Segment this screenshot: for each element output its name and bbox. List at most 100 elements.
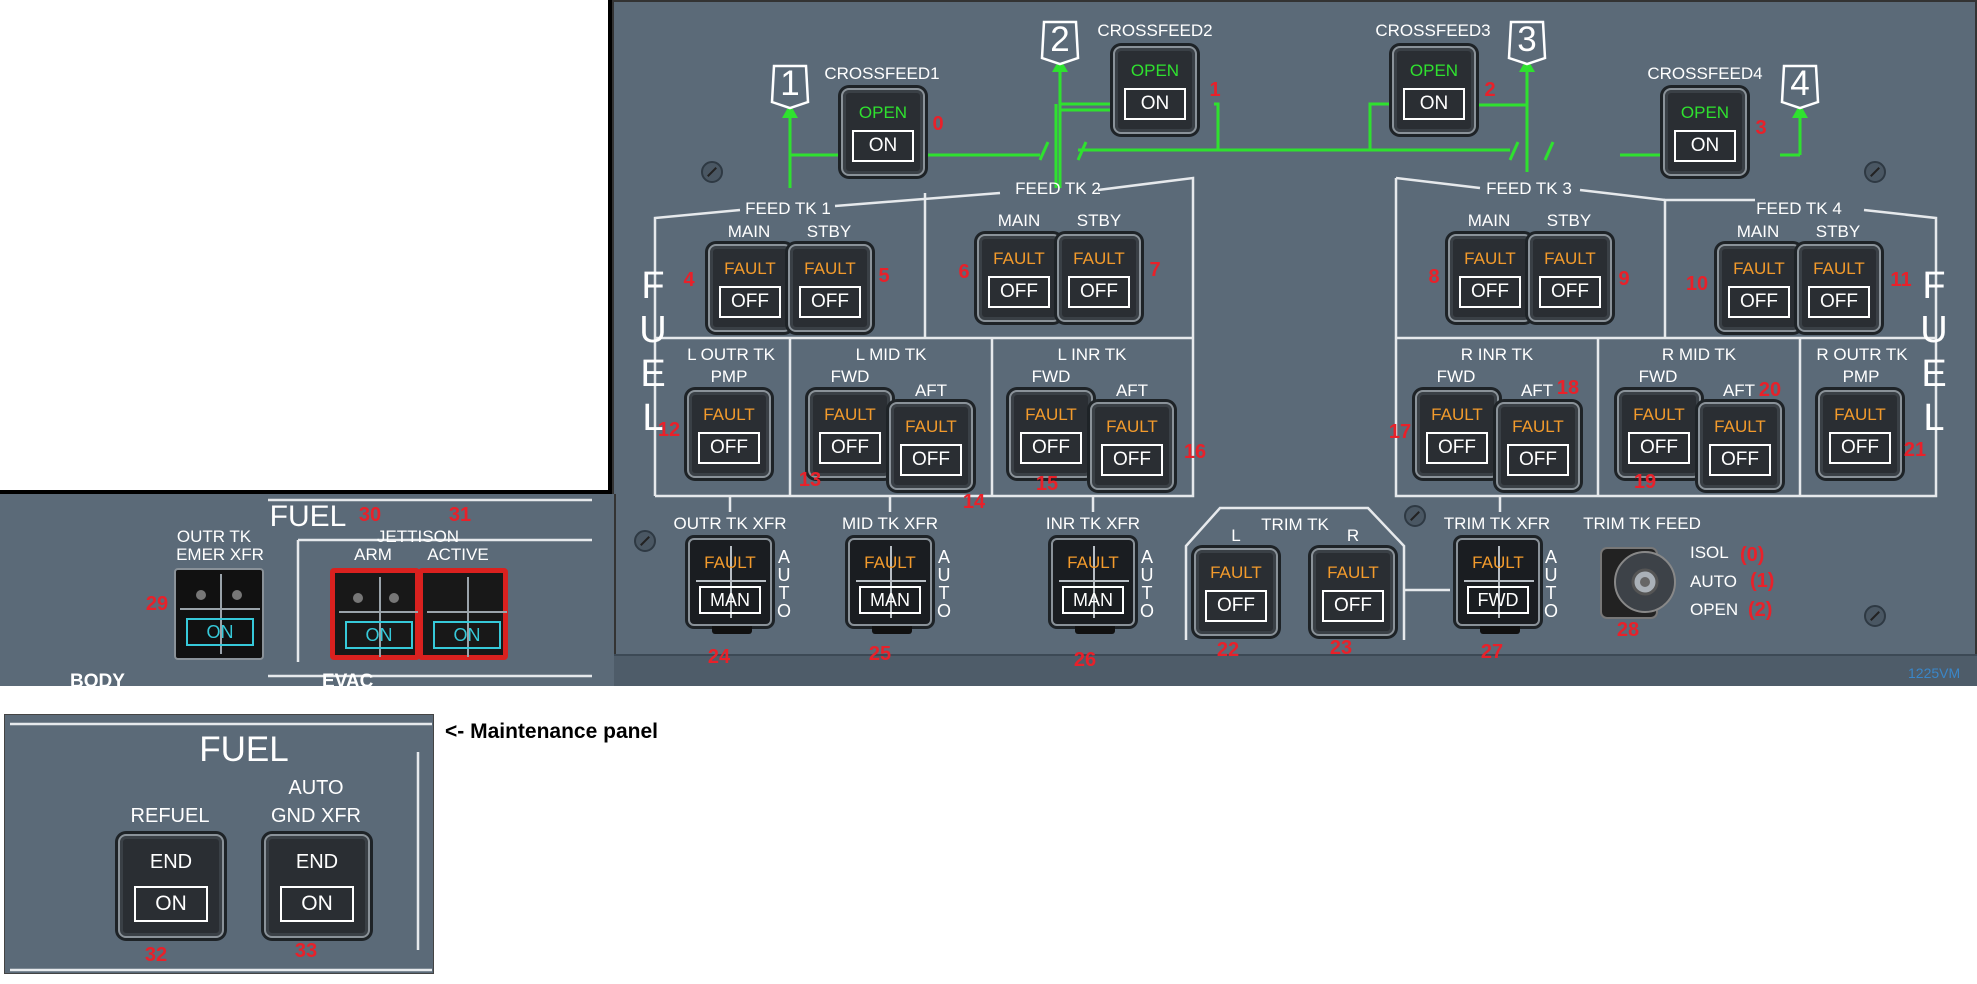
r-mid-tk-label: R MID TK [1661,345,1737,364]
label-number: 27 [1480,641,1504,663]
label-number: 2 [1484,79,1496,101]
aft-label: AFT [1722,381,1756,400]
fwd-label: FWD [830,367,870,386]
feed-tk3-label: FEED TK 3 [1486,179,1572,198]
fwd-label: FWD [1436,367,1476,386]
panel-bottom-strip [614,654,1977,686]
main-label: MAIN [1467,211,1511,230]
l-outr-tk-label: L OUTR TK [687,345,775,364]
label-number: 24 [707,646,731,668]
feed-tk4-label: FEED TK 4 [1756,199,1842,218]
label-number: 30 [358,504,382,526]
screw [634,530,656,552]
jettison-arm-switch[interactable]: ON [330,568,420,660]
crossfeed-arrows [788,72,1802,188]
jettison-active-switch[interactable]: ON [418,568,508,660]
main-label: MAIN [727,222,771,241]
fwd-label: FWD [1638,367,1678,386]
open-label: OPEN [1690,600,1739,619]
label-number: 29 [145,593,169,615]
outr-tk-label: OUTR TK [176,527,252,546]
aft-label: AFT [1520,381,1554,400]
trim-tk-feed-selector[interactable] [1597,546,1683,620]
engine-3-marker [1507,20,1547,66]
isol-position: (0) [1740,544,1765,566]
jettison-label: JETTISON [376,527,460,546]
label-number: 25 [868,643,892,665]
r-inr-tk-label: R INR TK [1460,345,1534,364]
crossfeed3-label: CROSSFEED3 [1375,21,1491,40]
open-position: (2) [1748,599,1773,621]
crossfeed1-label: CROSSFEED1 [824,64,940,83]
label-number: 9 [1618,268,1630,290]
stby-label: STBY [1076,211,1122,230]
stby-label: STBY [806,222,852,241]
l-mid-tk-label: L MID TK [855,345,927,364]
engine-4-label: 4 [1790,64,1810,103]
label-number: 10 [1685,273,1709,295]
r-outr-tk-label: R OUTR TK [1816,345,1908,364]
engine-4-marker [1780,64,1820,110]
emer-xfr-label: EMER XFR [176,545,264,564]
main-label: MAIN [1736,222,1780,241]
label-number: 13 [798,469,822,491]
label-number: 23 [1329,637,1353,659]
blank-area [0,0,612,494]
left-panel-fuel-title: FUEL [269,500,347,533]
engine-1-label: 1 [780,64,800,103]
outr-tk-emer-xfr-switch[interactable]: ON [174,568,264,660]
trim-l-label: L [1231,526,1241,545]
gnd-xfr-label: GND XFR [271,805,361,827]
auto-label: AUTO [288,777,344,799]
label-number: 17 [1388,421,1412,443]
label-number: 19 [1633,471,1657,493]
screw [1864,605,1886,627]
label-number: 3 [1755,117,1767,139]
label-number: 18 [1556,377,1580,399]
label-number: 11 [1890,269,1912,291]
label-number: 5 [878,265,890,287]
feed-tk1-label: FEED TK 1 [745,199,831,218]
engine-2-marker [1040,20,1080,66]
outr-tk-xfr-label: OUTR TK XFR [673,514,787,533]
trim-tk-label: TRIM TK [1261,515,1329,534]
cutoff-label-2: EVAC [322,672,374,686]
l-inr-tk-label: L INR TK [1057,345,1127,364]
label-number: 0 [932,113,944,135]
